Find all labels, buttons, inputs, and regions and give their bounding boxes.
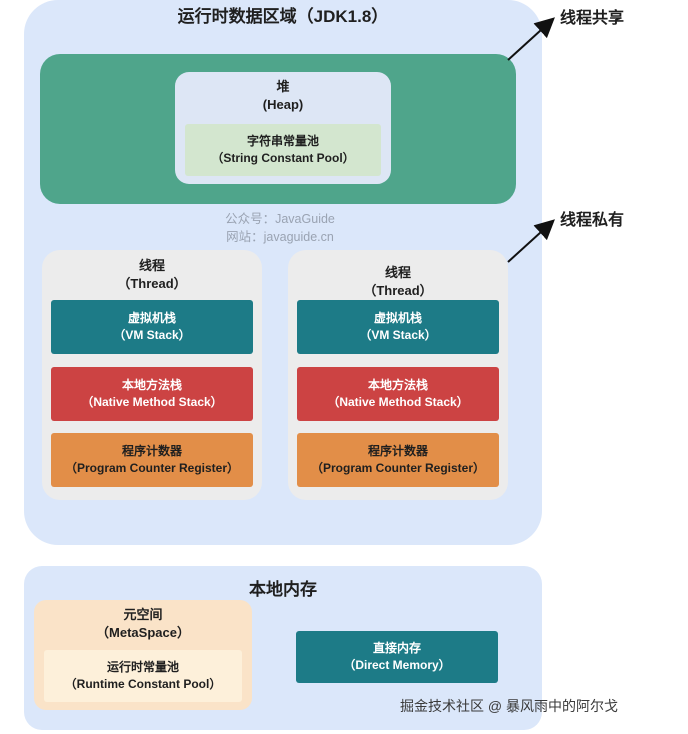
runtime-data-area-title: 运行时数据区域（JDK1.8） [177, 7, 389, 26]
vm-stack-2-subtitle: （VM Stack） [359, 328, 437, 342]
metaspace-subtitle-text: （MetaSpace） [96, 625, 190, 640]
metaspace-title-text: 元空间 [123, 607, 163, 622]
metaspace-title: 元空间 （MetaSpace） [34, 606, 252, 642]
direct-memory-subtitle: （Direct Memory） [343, 658, 451, 672]
heap-subtitle-text: (Heap) [262, 97, 304, 112]
thread-title-2: 线程 （Thread） [288, 264, 508, 300]
native-stack-1-title: 本地方法栈 [121, 378, 182, 392]
pc-1-title: 程序计数器 [121, 444, 182, 458]
native-stack-2-subtitle: （Native Method Stack） [327, 395, 469, 409]
string-pool-title: 字符串常量池 [246, 134, 319, 148]
vm-stack-1-title: 虚拟机栈 [127, 311, 176, 325]
vm-stack-2-title: 虚拟机栈 [373, 311, 422, 325]
native-method-stack-1: 本地方法栈 （Native Method Stack） [51, 367, 253, 421]
watermark-line-2: 网站：javaguide.cn [226, 230, 334, 244]
direct-memory: 直接内存 （Direct Memory） [296, 631, 498, 683]
string-constant-pool: 字符串常量池 （String Constant Pool） [185, 124, 381, 176]
runtime-pool-title: 运行时常量池 [106, 660, 179, 674]
pc-1-subtitle: （Program Counter Register） [64, 461, 240, 475]
arrow-private [507, 219, 555, 263]
thread-2-title: 线程 [384, 265, 411, 280]
native-stack-1-subtitle: （Native Method Stack） [81, 395, 223, 409]
heap-title: 堆 (Heap) [175, 78, 391, 114]
thread-title-1: 线程 （Thread） [42, 257, 262, 293]
vm-stack-2: 虚拟机栈 （VM Stack） [297, 300, 499, 354]
direct-memory-title: 直接内存 [372, 641, 421, 655]
native-memory-title: 本地内存 [249, 580, 317, 599]
label-thread-shared: 线程共享 [560, 10, 625, 27]
arrow-shared [507, 17, 555, 61]
pc-2-title: 程序计数器 [367, 444, 428, 458]
runtime-constant-pool: 运行时常量池 （Runtime Constant Pool） [44, 650, 242, 702]
vm-stack-1: 虚拟机栈 （VM Stack） [51, 300, 253, 354]
runtime-pool-subtitle: （Runtime Constant Pool） [64, 677, 222, 691]
native-stack-2-title: 本地方法栈 [367, 378, 428, 392]
heap-title-text: 堆 [276, 79, 290, 94]
watermark-line-1: 公众号：JavaGuide [225, 212, 335, 226]
thread-1-title: 线程 [138, 258, 165, 273]
pc-2-subtitle: （Program Counter Register） [310, 461, 486, 475]
thread-2-subtitle: （Thread） [363, 283, 433, 298]
footer-watermark: 掘金技术社区 @ 暴风雨中的阿尔戈 [400, 698, 618, 714]
program-counter-2: 程序计数器 （Program Counter Register） [297, 433, 499, 487]
string-pool-subtitle: （String Constant Pool） [211, 151, 355, 165]
native-method-stack-2: 本地方法栈 （Native Method Stack） [297, 367, 499, 421]
thread-1-subtitle: （Thread） [117, 276, 187, 291]
label-thread-private: 线程私有 [560, 212, 625, 229]
program-counter-1: 程序计数器 （Program Counter Register） [51, 433, 253, 487]
vm-stack-1-subtitle: （VM Stack） [113, 328, 191, 342]
